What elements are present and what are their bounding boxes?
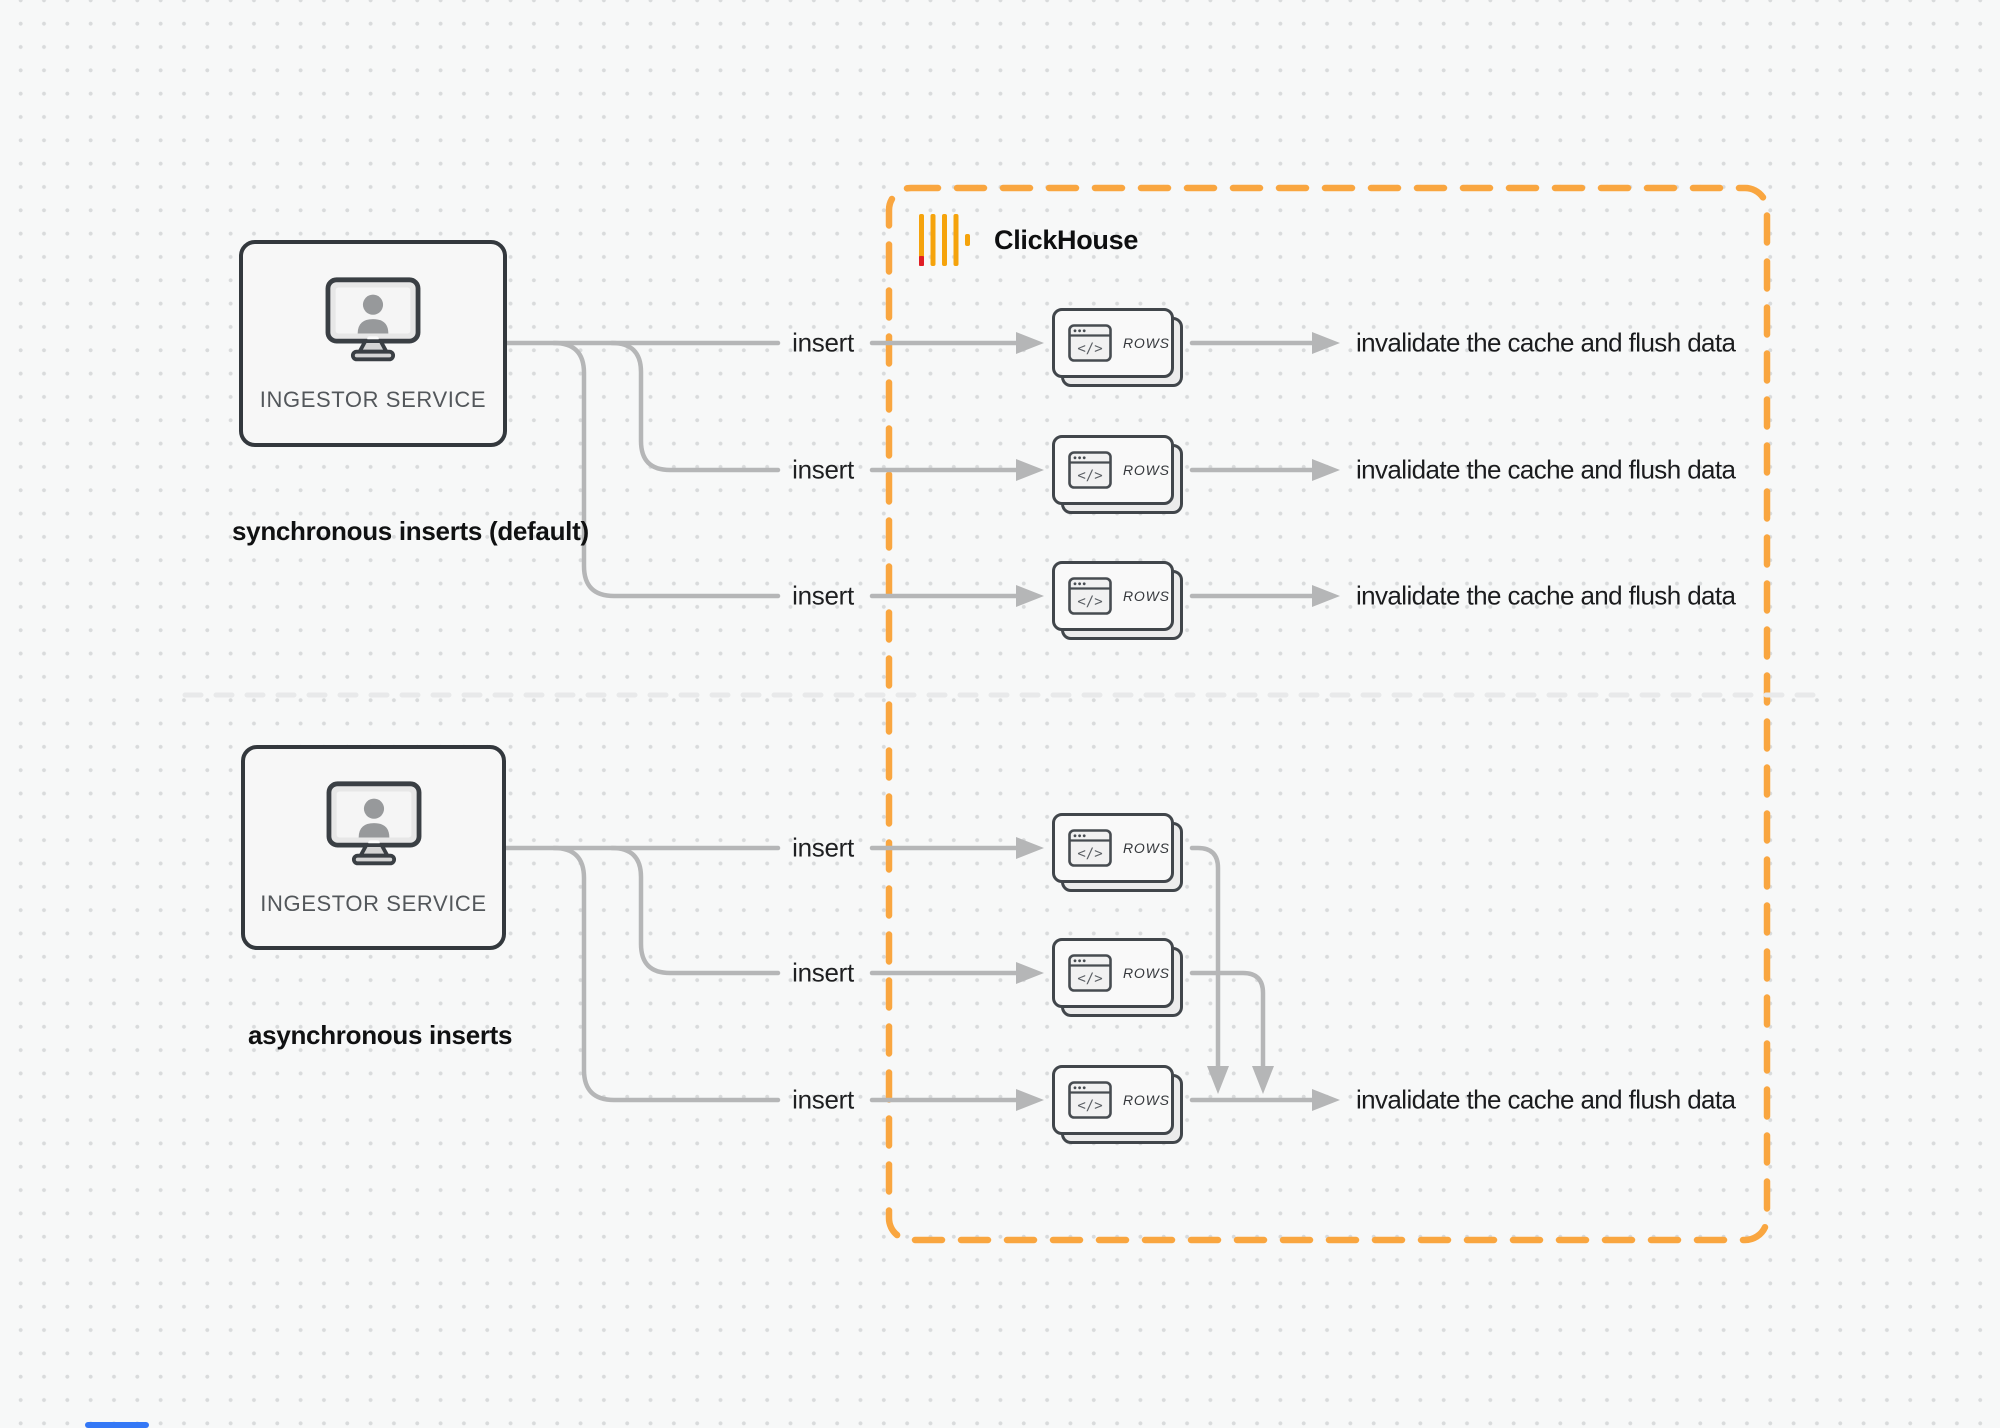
rows-card: </> ROWS <box>1052 938 1183 1017</box>
rows-card: </> ROWS <box>1052 435 1183 514</box>
arrowhead <box>1016 585 1044 607</box>
monitor-user-icon <box>325 276 421 361</box>
arrowhead <box>1016 1089 1044 1111</box>
arrowhead <box>1312 1089 1340 1111</box>
sync-branch-row2 <box>609 340 781 473</box>
rows-card-label: ROWS <box>1123 335 1170 351</box>
code-window-icon: </> <box>1068 829 1112 867</box>
clickhouse-header: ClickHouse <box>919 214 1138 266</box>
sync-caption: synchronous inserts (default) <box>232 516 589 546</box>
rows-card-label: ROWS <box>1123 1092 1170 1108</box>
insert-label: insert <box>792 832 854 863</box>
rows-card: </> ROWS <box>1052 561 1183 640</box>
rows-card: </> ROWS <box>1052 308 1183 387</box>
async-caption: asynchronous inserts <box>248 1020 513 1050</box>
ingestor-service-label: INGESTOR SERVICE <box>259 386 487 412</box>
insert-label: insert <box>792 327 854 358</box>
ingestor-service-label: INGESTOR SERVICE <box>260 890 487 916</box>
clickhouse-boundary-box <box>885 184 1771 1244</box>
arrowhead <box>1016 837 1044 859</box>
arrowhead <box>1312 585 1340 607</box>
svg-text:</>: </> <box>1077 1098 1102 1114</box>
arrowhead-down <box>1252 1066 1274 1094</box>
clickhouse-label: ClickHouse <box>994 224 1139 255</box>
code-window-icon: </> <box>1068 324 1112 362</box>
monitor-user-icon <box>326 780 421 865</box>
async-converge-line-1 <box>1189 845 1221 1071</box>
arrowhead <box>1312 459 1340 481</box>
code-window-icon: </> <box>1068 577 1112 615</box>
rows-card: </> ROWS <box>1052 813 1183 892</box>
code-window-icon: </> <box>1068 954 1112 992</box>
rows-card-label: ROWS <box>1123 588 1170 604</box>
insert-label: insert <box>792 957 854 988</box>
code-window-icon: </> <box>1068 451 1112 489</box>
async-branch-row2 <box>609 845 781 976</box>
arrowhead-down <box>1207 1066 1229 1094</box>
svg-text:</>: </> <box>1077 971 1102 987</box>
svg-text:</>: </> <box>1077 846 1102 862</box>
result-label: invalidate the cache and flush data <box>1356 454 1736 485</box>
arrowhead <box>1016 332 1044 354</box>
insert-label: insert <box>792 454 854 485</box>
result-label: invalidate the cache and flush data <box>1356 580 1736 611</box>
async-converge-line-2 <box>1189 970 1266 1071</box>
rows-card-label: ROWS <box>1123 462 1170 478</box>
result-label: invalidate the cache and flush data <box>1356 327 1736 358</box>
async-branch-row3 <box>551 845 781 1103</box>
ingestor-service-box-async: INGESTOR SERVICE <box>241 745 506 950</box>
insert-label: insert <box>792 580 854 611</box>
rows-card: </> ROWS <box>1052 1065 1183 1144</box>
svg-text:</>: </> <box>1077 341 1102 357</box>
svg-text:</>: </> <box>1077 594 1102 610</box>
svg-text:</>: </> <box>1077 468 1102 484</box>
insert-label: insert <box>792 1084 854 1115</box>
arrowhead <box>1016 459 1044 481</box>
sync-branch-row3 <box>551 340 781 599</box>
clickhouse-logo-icon <box>919 214 970 266</box>
rows-card-label: ROWS <box>1123 965 1170 981</box>
rows-card-label: ROWS <box>1123 840 1170 856</box>
result-label: invalidate the cache and flush data <box>1356 1084 1736 1115</box>
scroll-indicator <box>85 1422 149 1428</box>
code-window-icon: </> <box>1068 1081 1112 1119</box>
arrowhead <box>1312 332 1340 354</box>
arrowhead <box>1016 962 1044 984</box>
ingestor-service-box-sync: INGESTOR SERVICE <box>239 240 507 447</box>
